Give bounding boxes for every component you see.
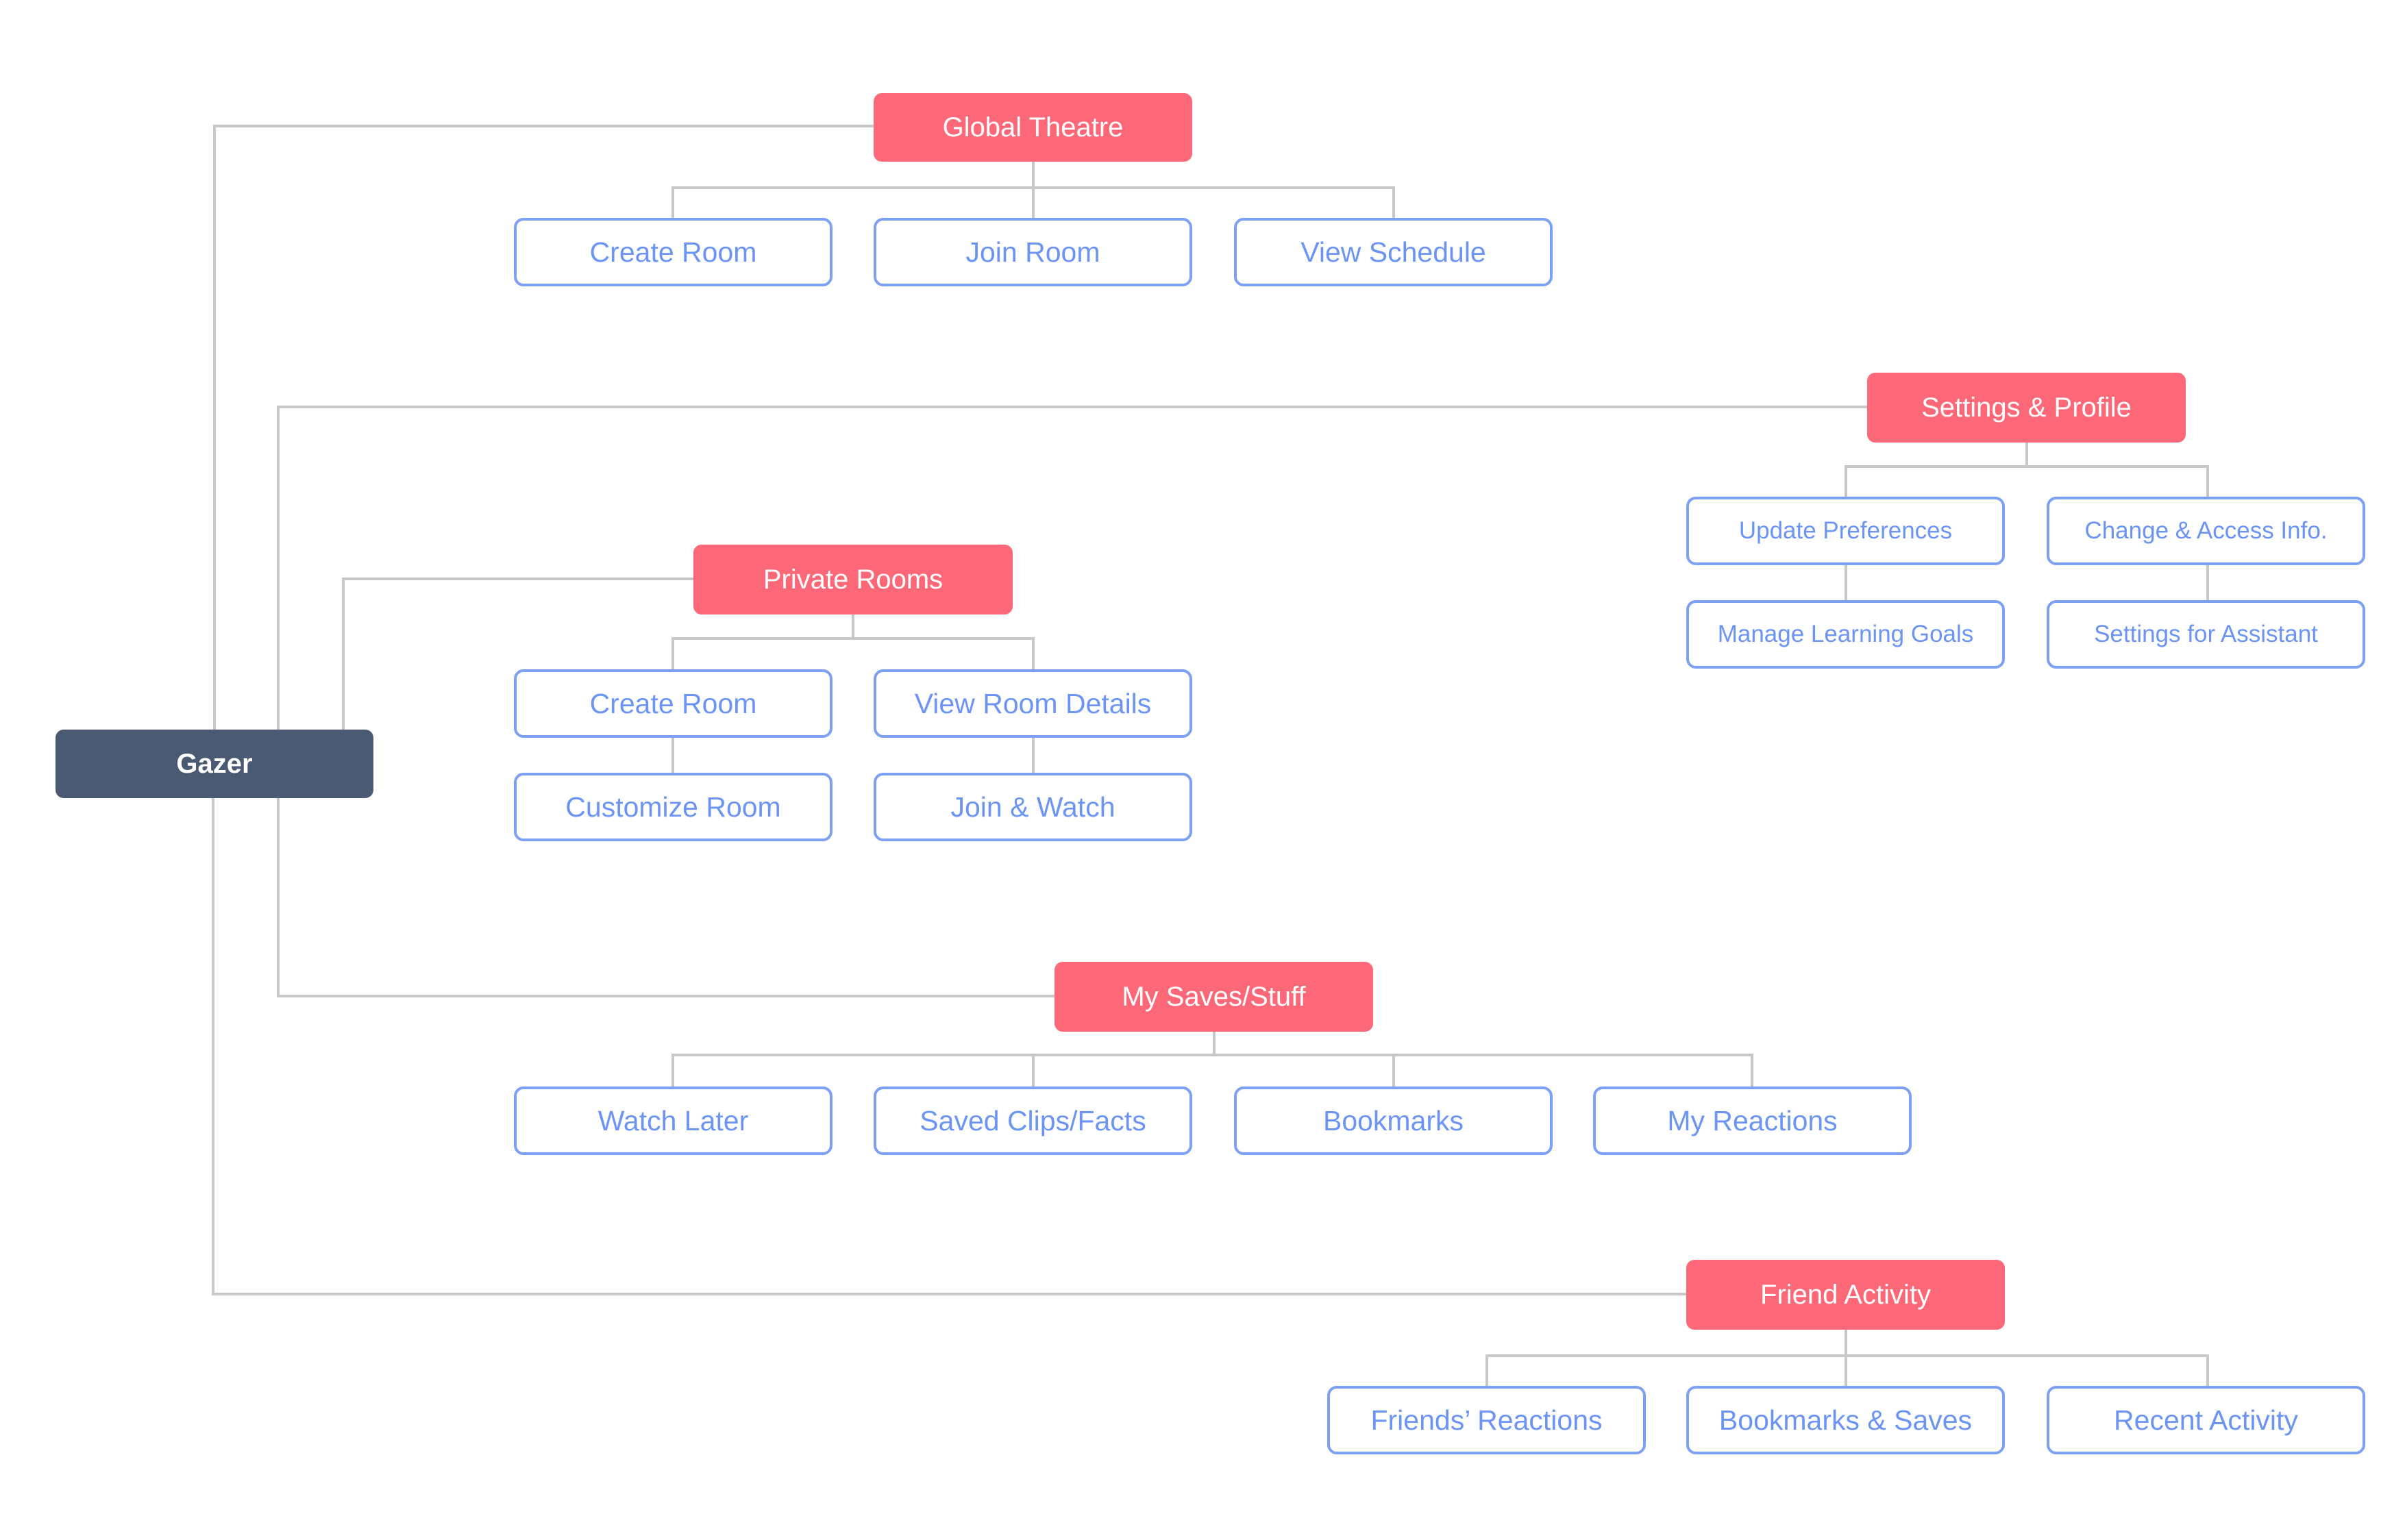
leaf-join-and-watch: Join & Watch — [874, 773, 1192, 841]
connector-root-friend-activity — [212, 798, 1686, 1295]
section-global-theatre: Global Theatre — [874, 93, 1192, 162]
leaf-create-room-private: Create Room — [514, 669, 832, 738]
leaf-my-reactions: My Reactions — [1593, 1086, 1912, 1155]
connector-root-private-rooms — [342, 578, 693, 730]
leaf-settings-for-assistant: Settings for Assistant — [2047, 600, 2365, 669]
leaf-watch-later: Watch Later — [514, 1086, 832, 1155]
section-friend-activity: Friend Activity — [1686, 1260, 2005, 1330]
section-settings-profile: Settings & Profile — [1867, 373, 2186, 443]
leaf-change-access-info: Change & Access Info. — [2047, 497, 2365, 565]
connector-root-global-theatre — [213, 125, 874, 730]
leaf-update-preferences: Update Preferences — [1686, 497, 2005, 565]
leaf-bookmarks-and-saves: Bookmarks & Saves — [1686, 1386, 2005, 1454]
connector-root-my-saves — [277, 798, 1054, 997]
connector-root-settings-profile — [277, 406, 1867, 730]
leaf-saved-clips-facts: Saved Clips/Facts — [874, 1086, 1192, 1155]
section-private-rooms: Private Rooms — [693, 545, 1013, 614]
leaf-bookmarks: Bookmarks — [1234, 1086, 1553, 1155]
leaf-view-room-details: View Room Details — [874, 669, 1192, 738]
leaf-customize-room: Customize Room — [514, 773, 832, 841]
leaf-recent-activity: Recent Activity — [2047, 1386, 2365, 1454]
leaf-view-schedule: View Schedule — [1234, 218, 1553, 286]
leaf-create-room: Create Room — [514, 218, 832, 286]
root-node: Gazer — [56, 730, 373, 798]
leaf-manage-learning-goals: Manage Learning Goals — [1686, 600, 2005, 669]
leaf-join-room: Join Room — [874, 218, 1192, 286]
section-my-saves: My Saves/Stuff — [1054, 962, 1373, 1032]
leaf-friends-reactions: Friends’ Reactions — [1327, 1386, 1646, 1454]
